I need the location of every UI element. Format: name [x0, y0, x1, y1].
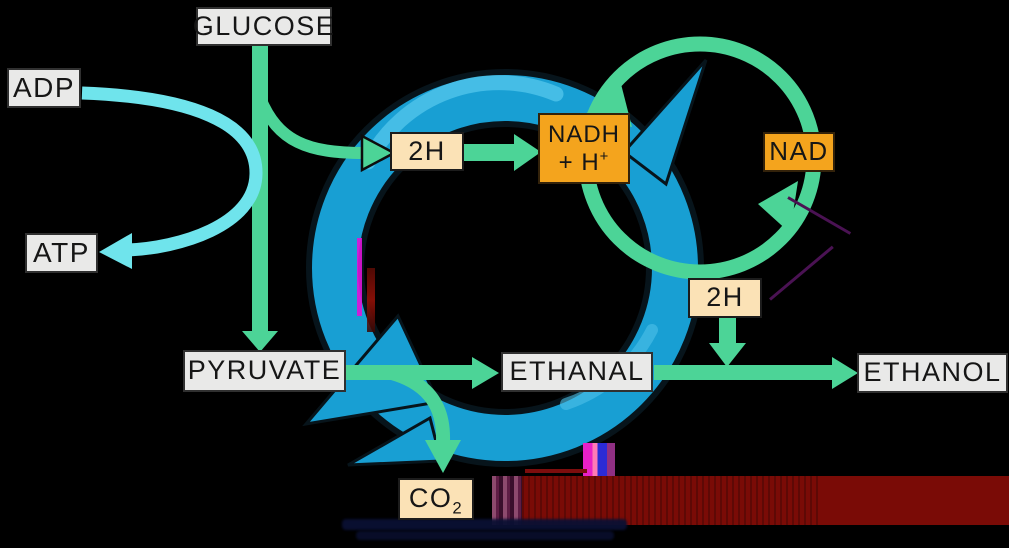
arrowhead-ethanal-icon	[472, 357, 499, 389]
artifact-text-smudge-2	[356, 531, 614, 540]
artifact-red-band	[492, 476, 1009, 525]
artifact-magenta-line	[357, 238, 362, 316]
blue-ring-highlight-top	[360, 75, 564, 170]
co2-box: CO2	[398, 478, 474, 520]
nadh-label-line1: NADH	[547, 120, 620, 148]
arrow-pyruvate-to-co2	[389, 366, 461, 473]
arrow-2h-to-nadh	[464, 134, 541, 171]
arrowhead-nadh-icon	[514, 134, 541, 171]
adp-box: ADP	[7, 68, 81, 108]
branch-curve	[254, 95, 365, 159]
arrowhead-atp-icon	[99, 233, 132, 269]
pyruvate-label: PYRUVATE	[187, 355, 342, 386]
artifact-stripe-patch	[583, 443, 615, 477]
blue-ring-brush-tip-upper-right-icon	[621, 59, 708, 187]
ethanol-box: ETHANOL	[857, 353, 1008, 393]
2h-left-box: 2H	[390, 132, 464, 171]
arrow-glucose-to-2h	[254, 95, 397, 173]
ethanal-box: ETHANAL	[501, 352, 653, 392]
arrowhead-pyruvate-icon	[242, 331, 278, 352]
arrowhead-down-icon	[709, 343, 746, 367]
co2-label: CO2	[408, 483, 464, 518]
artifact-red-band-speckle	[522, 476, 822, 525]
nadh-plus-superscript: +	[599, 148, 610, 165]
glucose-label: GLUCOSE	[192, 10, 336, 41]
2h-right-label: 2H	[706, 282, 744, 313]
co2-subscript: 2	[452, 498, 464, 518]
2h-right-box: 2H	[688, 278, 762, 318]
glucose-box: GLUCOSE	[193, 7, 334, 46]
artifact-red-band-stripes	[492, 476, 522, 525]
artifact-red-dash	[525, 469, 587, 473]
atp-label: ATP	[33, 236, 90, 268]
shaft	[654, 365, 832, 380]
shaft	[719, 317, 736, 345]
arrowhead-co2-icon	[425, 440, 461, 473]
nadh-label-line2: + H+	[558, 148, 610, 176]
artifact-red-streak	[367, 268, 375, 332]
arrow-ethanal-to-ethanol	[654, 357, 858, 389]
2h-left-label: 2H	[408, 135, 446, 166]
artifact-text-smudge-1	[342, 519, 627, 530]
nadh-box: NADH + H+	[538, 113, 630, 184]
co2-curve	[389, 366, 451, 442]
arrow-adp-to-atp	[81, 86, 263, 269]
ethanol-label: ETHANOL	[863, 357, 1002, 388]
shaft	[464, 144, 514, 161]
pyruvate-box: PYRUVATE	[183, 350, 346, 392]
nad-label: NAD	[769, 136, 829, 167]
adp-curve	[81, 86, 263, 257]
ethanal-label: ETHANAL	[509, 356, 645, 387]
nad-box: NAD	[763, 132, 835, 172]
arrowhead-into-nad-icon	[758, 181, 798, 233]
arrow-2h-to-reaction	[709, 317, 746, 367]
arrowhead-ethanol-icon	[832, 357, 858, 389]
atp-box: ATP	[25, 233, 98, 273]
adp-label: ADP	[12, 71, 76, 103]
blue-ring-brush-tip-bottom-icon	[347, 415, 443, 467]
arrowhead-2h-left-icon	[360, 133, 397, 173]
